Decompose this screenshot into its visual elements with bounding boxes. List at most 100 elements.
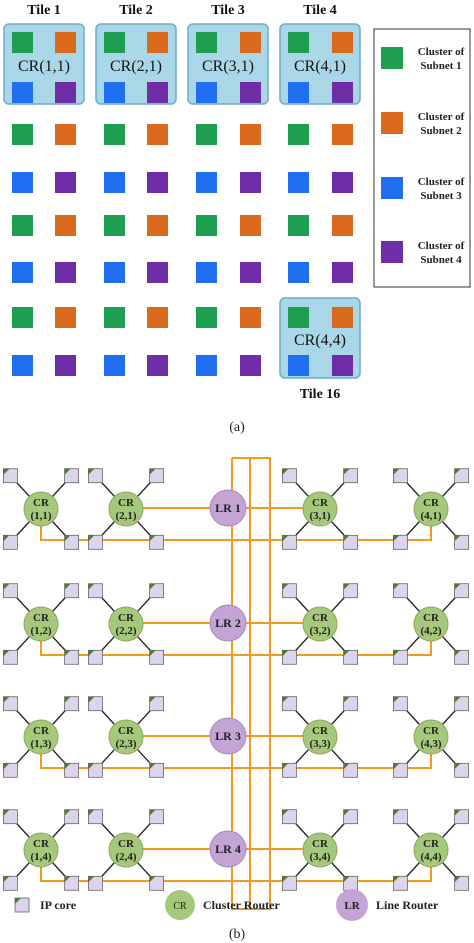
- ip-core-box: [281, 649, 297, 665]
- cluster-square-purple: [240, 82, 261, 103]
- cluster-square-orange: [55, 307, 76, 328]
- ip-core-corner: [454, 763, 461, 770]
- cluster-router-label: CR: [312, 838, 329, 850]
- ip-core-box: [64, 875, 79, 891]
- cluster-square-green: [12, 32, 33, 53]
- cr-tile-label: CR(4,1): [294, 58, 346, 75]
- ip-core-box: [14, 897, 30, 913]
- cluster-router-label: CR: [118, 838, 135, 850]
- ip-core-corner: [393, 650, 400, 657]
- cluster-square-purple: [147, 172, 168, 193]
- cluster-router-node: [108, 606, 144, 642]
- cluster-router-label: CR: [423, 612, 440, 624]
- ip-core: [454, 696, 470, 712]
- cluster-square-blue: [12, 82, 33, 103]
- ip-core: [281, 809, 297, 825]
- ip-core: [392, 649, 408, 665]
- cluster-router: CR(3,2): [302, 606, 338, 642]
- ip-core-box: [64, 696, 79, 712]
- cluster-square-green: [196, 215, 217, 236]
- ip-core: [343, 534, 359, 550]
- cluster-router-label: CR: [33, 612, 50, 624]
- ip-core-box: [454, 762, 470, 778]
- cluster-router: CR(1,1): [23, 491, 59, 527]
- cluster-router: CR(3,3): [302, 719, 338, 755]
- line-router: LR 1: [209, 489, 247, 527]
- cluster-router-node: [302, 606, 338, 642]
- cluster-router: CR(2,3): [108, 719, 144, 755]
- ip-core: [454, 649, 470, 665]
- ip-core-corner: [343, 763, 350, 770]
- cluster-square-blue: [196, 262, 217, 283]
- ip-core-box: [88, 534, 103, 550]
- ip-core: [64, 696, 79, 712]
- ip-core-box: [64, 762, 79, 778]
- legend-label: Cluster of: [418, 176, 465, 188]
- ip-core-box: [64, 583, 79, 599]
- cluster-square-blue: [196, 172, 217, 193]
- ip-core-box: [88, 468, 103, 484]
- line-router-label: LR 2: [215, 616, 241, 630]
- legend-label: Subnet 4: [420, 254, 462, 266]
- legend-cr-circle: [165, 890, 195, 920]
- cluster-router: CR(1,3): [23, 719, 59, 755]
- ip-core: [281, 696, 297, 712]
- cluster-square-blue: [12, 262, 33, 283]
- ip-core: [343, 468, 359, 484]
- cluster-square-blue: [288, 355, 309, 376]
- cluster-router-coord: (2,3): [115, 738, 136, 750]
- cluster-square-purple: [332, 82, 353, 103]
- ip-core-corner: [149, 535, 156, 542]
- cluster-router-node: [108, 832, 144, 868]
- ip-core-corner: [88, 650, 95, 657]
- tile-label: Tile 1: [27, 3, 61, 18]
- ip-core-corner: [3, 876, 10, 883]
- ip-core: [454, 583, 470, 599]
- cluster-router-label: CR: [118, 725, 135, 737]
- ip-core-box: [281, 875, 297, 891]
- cluster-router-node: [413, 719, 449, 755]
- ip-core: [392, 875, 408, 891]
- ip-core-box: [149, 809, 165, 825]
- ip-core-box: [149, 649, 165, 665]
- ip-core: [2, 809, 18, 825]
- cluster-square-green: [196, 32, 217, 53]
- cluster-router-coord: (1,1): [30, 510, 51, 522]
- ip-core-box: [281, 468, 297, 484]
- line-router: LR 3: [209, 717, 247, 755]
- cluster-router-node: [23, 491, 59, 527]
- line-router-node: [209, 604, 247, 642]
- ip-core-corner: [88, 535, 95, 542]
- cluster-router-node: [302, 491, 338, 527]
- cluster-router-label: CR: [423, 725, 440, 737]
- cluster-router-coord: (4,3): [420, 738, 441, 750]
- ip-core: [88, 875, 103, 891]
- ip-core: [454, 762, 470, 778]
- ip-core-corner: [393, 535, 400, 542]
- cluster-router-coord: (1,2): [30, 625, 51, 637]
- ip-core: [64, 809, 79, 825]
- ip-core-box: [392, 696, 408, 712]
- ip-core: [343, 809, 359, 825]
- ip-core-box: [343, 534, 359, 550]
- ip-core-corner: [3, 696, 10, 703]
- vertical-bus: [231, 457, 271, 910]
- ip-core: [2, 762, 18, 778]
- cluster-square-orange: [147, 307, 168, 328]
- ip-core: [281, 762, 297, 778]
- cluster-square-green: [196, 124, 217, 145]
- cluster-square-green: [104, 307, 125, 328]
- cluster-router-node: [302, 832, 338, 868]
- ip-core-corner: [3, 763, 10, 770]
- cluster-square-purple: [332, 172, 353, 193]
- ip-core-box: [149, 696, 165, 712]
- cluster-square-blue: [104, 355, 125, 376]
- ip-core: [149, 696, 165, 712]
- legend-label: Subnet 1: [420, 60, 461, 72]
- ip-core-box: [2, 875, 18, 891]
- ip-core-corner: [149, 468, 156, 475]
- ip-core-corner: [343, 468, 350, 475]
- ip-core-box: [149, 583, 165, 599]
